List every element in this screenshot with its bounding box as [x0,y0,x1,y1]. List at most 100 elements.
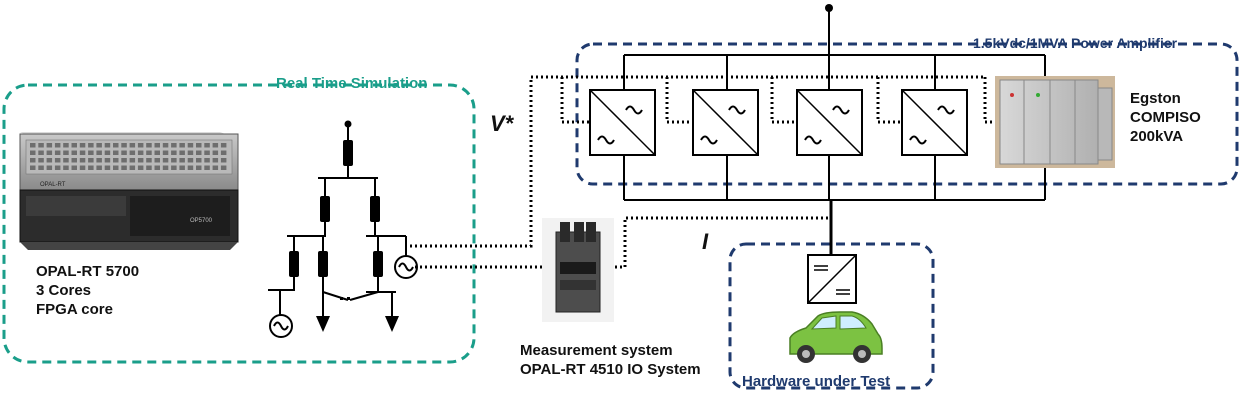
grid-impedances [289,120,383,277]
opal-rt-5700-line-2: 3 Cores [36,282,92,299]
rack-port [129,143,136,148]
rack-port [171,165,177,170]
rack-port [171,143,177,148]
rack-port [30,150,36,155]
rack-port [220,165,227,170]
rack-port [204,158,210,163]
egston-label: Egston COMPISO 200kVA [1130,89,1201,146]
rack-port [146,158,152,163]
rack-port [179,150,185,155]
real-time-simulation-frame [2,83,476,364]
rack-port [220,143,227,148]
rack-port [121,165,127,170]
opal-rt-5700-device [19,132,239,250]
rack-port [204,165,210,170]
rack-port [38,150,44,155]
rack-port [220,158,227,163]
rack-port [162,158,169,163]
rack-port [88,165,94,170]
egston-line-1: Egston [1130,90,1181,107]
rack-port [171,158,177,163]
rack-port [129,158,136,163]
rack-port [121,143,127,148]
rack-port [38,143,44,148]
rack-port [30,158,36,163]
rack-port [88,150,94,155]
inverter-bank [589,89,968,156]
rack-port [204,143,210,148]
rack-port [63,158,69,163]
rack-port [179,165,185,170]
rack-port [212,150,219,155]
rack-port [71,150,77,155]
inverter-icon [901,89,968,156]
rack-port [63,165,69,170]
power-amplifier-frame [575,42,1239,186]
rack-port [46,143,53,148]
opal-rt-5700-line-1: OPAL-RT 5700 [36,263,140,280]
rack-port [171,150,177,155]
rack-port [196,158,202,163]
rack-port [154,143,160,148]
rack-port [79,143,86,148]
hardware-under-test-title: Hardware under Test [742,373,891,390]
rack-port [46,165,53,170]
rack-port [187,143,194,148]
rack-port [104,158,111,163]
rack-port [54,165,61,170]
rack-port [96,158,102,163]
rack-port [46,150,53,155]
rack-port [38,165,44,170]
rack-port [154,165,160,170]
rack-port [162,165,169,170]
inverter-icon [589,89,656,156]
measurement-line-2: OPAL-RT 4510 IO System [520,361,701,378]
rack-port [113,150,119,155]
rack-port [129,150,136,155]
rack-port [187,150,194,155]
rack-port [137,158,144,163]
rack-port [79,150,86,155]
bus-terminal [825,4,833,12]
rack-port [196,165,202,170]
rack-port [96,143,102,148]
opal-rack-model-mark: OP5700 [190,218,213,224]
rack-port [88,143,94,148]
rack-port [137,150,144,155]
rack-port [88,158,94,163]
rack-port [146,150,152,155]
rack-port [179,143,185,148]
rack-port [146,165,152,170]
rack-port-grid [30,143,227,170]
voltage-reference-label: V* [490,111,514,136]
rack-port [137,143,144,148]
rack-port [187,165,194,170]
rack-port [220,150,227,155]
rack-port [63,150,69,155]
rack-port [54,150,61,155]
rack-port [196,143,202,148]
rack-port [54,158,61,163]
rack-port [104,150,111,155]
rack-port [137,165,144,170]
amplifier-buses [623,10,1046,201]
rack-port [30,165,36,170]
switch-icon [340,297,350,300]
current-label: I [702,229,709,254]
rack-port [121,158,127,163]
rack-port [104,143,111,148]
ac-source-icon [394,255,418,279]
rack-port [63,143,69,148]
rack-port [129,165,136,170]
rack-port [113,165,119,170]
rack-port [113,158,119,163]
egston-compiso-cabinet [995,76,1115,168]
real-time-simulation-title: Real Time Simulation [276,75,428,92]
rack-port [196,150,202,155]
measurement-system-label: Measurement system OPAL-RT 4510 IO Syste… [520,341,701,379]
measurement-line-1: Measurement system [520,342,673,359]
grid-single-line-diagram [268,125,407,318]
rack-port [54,143,61,148]
egston-line-2: COMPISO [1130,109,1201,126]
rack-port [212,165,219,170]
